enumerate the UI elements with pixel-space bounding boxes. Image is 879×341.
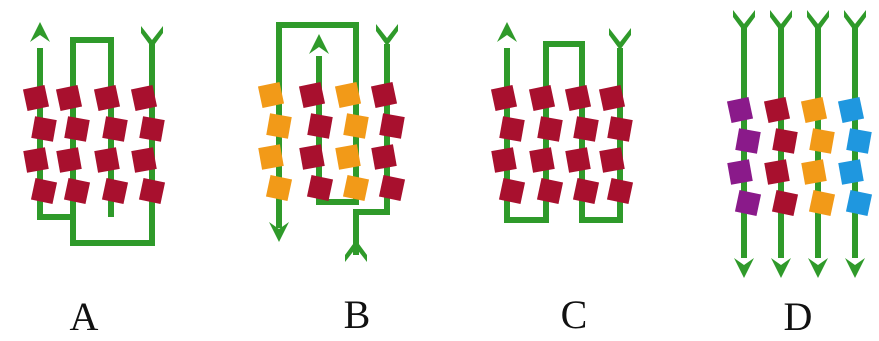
strand-arrowhead [771, 258, 791, 278]
residue [809, 190, 835, 216]
residue [94, 85, 120, 111]
residue [266, 113, 291, 138]
residue [64, 116, 89, 141]
residue [102, 116, 127, 141]
residue [491, 85, 517, 111]
residue [139, 116, 164, 141]
strand-arrowhead [497, 22, 517, 42]
panel-a-label: A [70, 294, 99, 339]
residue [299, 82, 325, 108]
residue [607, 116, 632, 141]
panel-c [491, 22, 633, 220]
residue [772, 128, 797, 153]
residue [565, 85, 591, 111]
residue [573, 116, 598, 141]
residue [307, 113, 332, 138]
residue [31, 178, 57, 204]
residue [599, 147, 624, 172]
panel-b [258, 24, 405, 262]
residue [735, 190, 761, 216]
strand-tail [376, 24, 398, 46]
strand-arrowhead [30, 22, 50, 42]
residue [565, 147, 590, 172]
residue [23, 85, 49, 111]
residue [838, 97, 864, 123]
residue [491, 147, 516, 172]
strand-tail [807, 10, 829, 32]
residue [64, 178, 90, 204]
strand-tail [733, 10, 755, 32]
strand-arrowhead [845, 258, 865, 278]
residue [131, 147, 156, 172]
residue [379, 113, 404, 138]
residue [809, 128, 834, 153]
strand-tail [844, 10, 866, 32]
residue [529, 147, 554, 172]
strand-tail [141, 26, 163, 48]
strand-path [40, 44, 152, 243]
panel-d-label: D [784, 294, 813, 339]
residue [102, 178, 128, 204]
panel-b-label: B [344, 292, 371, 337]
residue [266, 175, 292, 201]
residue [801, 159, 826, 184]
residue [537, 116, 562, 141]
panel-a [23, 22, 165, 243]
strand-tail [770, 10, 792, 32]
residue [371, 144, 396, 169]
residue [735, 128, 760, 153]
residue [335, 82, 361, 108]
residue [379, 175, 405, 201]
residue [56, 85, 82, 111]
residue [846, 190, 872, 216]
residue [772, 190, 798, 216]
residue [307, 175, 333, 201]
residue [607, 178, 633, 204]
residue [343, 175, 369, 201]
residue [131, 85, 157, 111]
residue [31, 116, 56, 141]
residue [599, 85, 625, 111]
residue [258, 144, 283, 169]
strand-tail [609, 28, 631, 50]
strand-arrowhead [808, 258, 828, 278]
residue [371, 82, 397, 108]
residue [537, 178, 563, 204]
residue [56, 147, 81, 172]
residue [23, 147, 48, 172]
residue [499, 116, 524, 141]
residue [499, 178, 525, 204]
residue [94, 147, 119, 172]
panel-d [727, 10, 872, 278]
panel-c-label: C [561, 292, 588, 337]
residue [764, 159, 789, 184]
residue [727, 159, 752, 184]
residue [573, 178, 599, 204]
strand-path [507, 44, 620, 220]
strand-arrowhead [734, 258, 754, 278]
residue [846, 128, 871, 153]
strand-arrowhead [309, 34, 329, 54]
residue [343, 113, 368, 138]
residue [764, 97, 790, 123]
residue [299, 144, 324, 169]
residue [139, 178, 165, 204]
residue [727, 97, 753, 123]
residue [838, 159, 863, 184]
residue [335, 144, 360, 169]
residue [529, 85, 555, 111]
residue [801, 97, 827, 123]
residue [258, 82, 284, 108]
